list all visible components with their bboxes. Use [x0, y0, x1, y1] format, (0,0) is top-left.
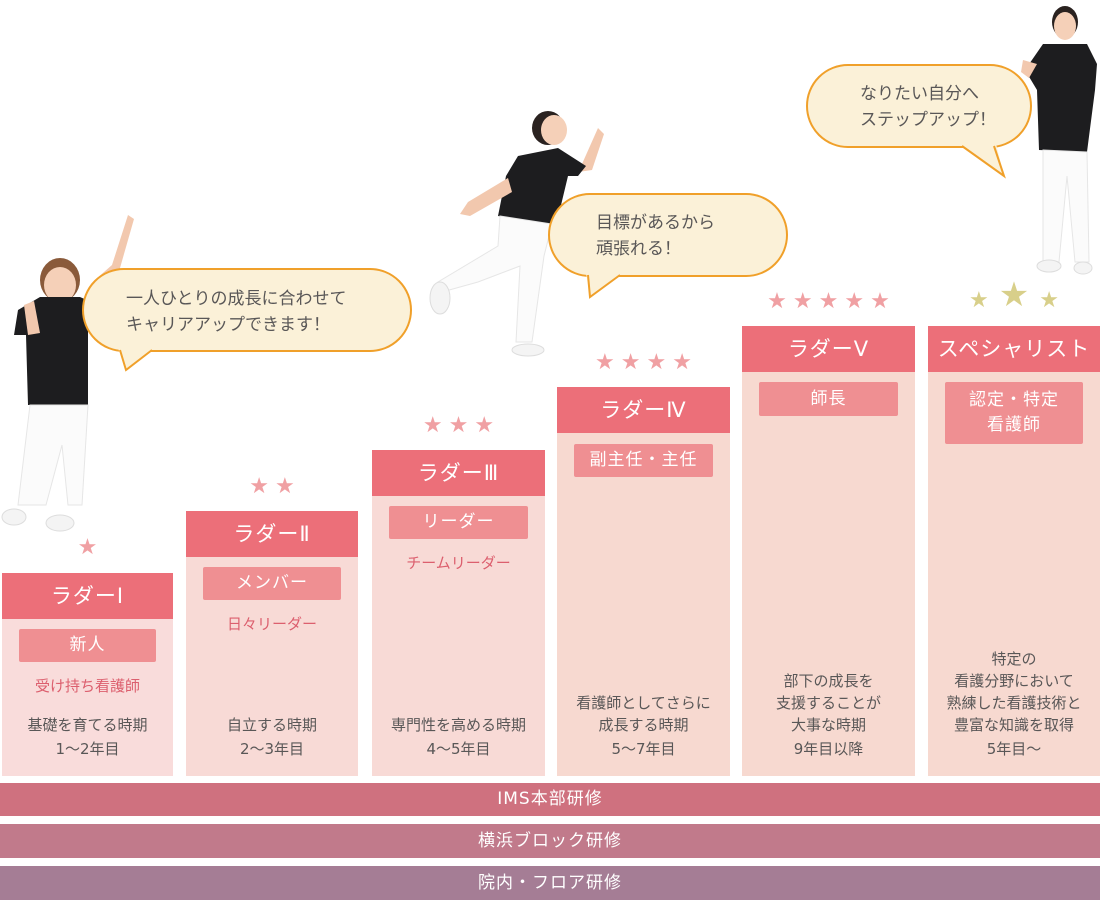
star-icon: ★: [595, 350, 615, 375]
ladder-5-desc-line: 大事な時期: [790, 716, 866, 734]
ladder-2-role: メンバー: [203, 567, 341, 600]
ladder-1-desc: 基礎を育てる時期 1〜2年目: [2, 714, 173, 760]
stars-ladder-1: ★: [2, 537, 173, 559]
ladder-4-column: ラダーⅣ 副主任・主任 看護師としてさらに 成長する時期 5〜7年目: [557, 387, 730, 776]
bubble-1-line-1: 一人ひとりの成長に合わせて: [126, 289, 347, 309]
ladder-4-desc-line: 看護師としてさらに: [576, 694, 711, 712]
ladder-3-years: 4〜5年目: [426, 740, 491, 758]
ladder-5-title: ラダーⅤ: [742, 326, 915, 372]
specialist-title: スペシャリスト: [928, 326, 1100, 372]
speech-bubble-2: 目標があるから 頑張れる！: [548, 193, 788, 277]
speech-bubble-3: なりたい自分へ ステップアップ！: [806, 64, 1032, 148]
ladder-5-role: 師長: [759, 382, 898, 416]
ladder-5-desc-line: 支援することが: [775, 694, 881, 712]
bubble-2-tail: [586, 273, 622, 299]
star-icon: ★: [1039, 288, 1059, 313]
star-icon: ★: [969, 288, 989, 313]
stars-ladder-3: ★ ★ ★: [372, 415, 545, 437]
stars-ladder-2: ★ ★: [186, 476, 358, 498]
ladder-2-desc-line: 自立する時期: [226, 716, 317, 734]
ladder-1-column: ラダーⅠ 新人 受け持ち看護師 基礎を育てる時期 1〜2年目: [2, 573, 173, 776]
star-icon: ★: [792, 289, 813, 314]
ladder-2-title: ラダーⅡ: [186, 511, 358, 557]
bubble-3-tail: [960, 144, 1006, 179]
training-bar-ims: IMS本部研修: [0, 783, 1100, 816]
specialist-role-line-1: 認定・特定: [969, 390, 1059, 410]
star-icon: ★: [249, 474, 269, 499]
ladder-4-title: ラダーⅣ: [557, 387, 730, 433]
ladder-1-sub: 受け持ち看護師: [34, 677, 140, 695]
bubble-1-tail: [118, 348, 154, 372]
star-icon: ★: [474, 413, 495, 438]
ladder-3-sub: チームリーダー: [406, 554, 511, 572]
ladder-2-desc: 自立する時期 2〜3年目: [186, 714, 358, 760]
ladder-1-title: ラダーⅠ: [2, 573, 173, 619]
ladder-5-desc: 部下の成長を 支援することが 大事な時期 9年目以降: [742, 670, 915, 760]
stars-specialist: ★ ★ ★: [928, 278, 1100, 312]
ladder-3-desc-line: 専門性を高める時期: [390, 716, 526, 734]
stars-ladder-5: ★ ★ ★ ★ ★: [742, 291, 915, 313]
ladder-5-years: 9年目以降: [793, 740, 864, 758]
star-icon: ★: [767, 289, 787, 314]
star-icon: ★: [870, 289, 890, 314]
star-icon: ★: [998, 275, 1030, 315]
ladder-1-years: 1〜2年目: [55, 740, 120, 758]
ladder-5-column: ラダーⅤ 師長 部下の成長を 支援することが 大事な時期 9年目以降: [742, 326, 915, 776]
specialist-desc: 特定の 看護分野において 熟練した看護技術と 豊富な知識を取得 5年目〜: [928, 648, 1100, 760]
ladder-4-desc-line: 成長する時期: [598, 716, 689, 734]
ladder-2-column: ラダーⅡ メンバー 日々リーダー 自立する時期 2〜3年目: [186, 511, 358, 776]
ladder-1-desc-line: 基礎を育てる時期: [27, 716, 148, 734]
training-bar-in-hospital: 院内・フロア研修: [0, 866, 1100, 900]
bubble-3-line-2: ステップアップ！: [860, 110, 996, 130]
bubble-2-line-1: 目標があるから: [596, 213, 715, 233]
specialist-role: 認定・特定 看護師: [945, 382, 1083, 444]
specialist-desc-line: 豊富な知識を取得: [953, 716, 1074, 734]
speech-bubble-1: 一人ひとりの成長に合わせて キャリアアップできます！: [82, 268, 412, 352]
bubble-2-line-2: 頑張れる！: [596, 239, 681, 259]
specialist-desc-line: 特定の: [991, 650, 1037, 668]
nurse-photo-1: [0, 205, 140, 540]
specialist-desc-line: 熟練した看護技術と: [946, 694, 1082, 712]
ladder-3-column: ラダーⅢ リーダー チームリーダー 専門性を高める時期 4〜5年目: [372, 450, 545, 776]
specialist-role-line-2: 看護師: [987, 415, 1041, 435]
star-icon: ★: [646, 350, 667, 375]
ladder-5-desc-line: 部下の成長を: [783, 672, 874, 690]
star-icon: ★: [422, 413, 443, 438]
ladder-4-years: 5〜7年目: [611, 740, 676, 758]
bubble-3-line-1: なりたい自分へ: [860, 84, 979, 104]
star-icon: ★: [620, 350, 641, 375]
stars-ladder-4: ★ ★ ★ ★: [557, 352, 730, 374]
star-icon: ★: [818, 289, 839, 314]
ladder-3-title: ラダーⅢ: [372, 450, 545, 496]
ladder-4-role: 副主任・主任: [574, 444, 713, 477]
star-icon: ★: [844, 289, 865, 314]
specialist-column: スペシャリスト 認定・特定 看護師 特定の 看護分野において 熟練した看護技術と…: [928, 326, 1100, 776]
star-icon: ★: [77, 535, 98, 560]
star-icon: ★: [672, 350, 692, 375]
ladder-3-desc: 専門性を高める時期 4〜5年目: [372, 714, 545, 760]
bubble-1-line-2: キャリアアップできます！: [126, 315, 330, 335]
ladder-2-sub: 日々リーダー: [226, 615, 317, 633]
specialist-desc-line: 看護分野において: [954, 672, 1074, 690]
star-icon: ★: [275, 474, 295, 499]
ladder-2-years: 2〜3年目: [239, 740, 305, 758]
nurse-photo-3: [1015, 0, 1100, 280]
ladder-1-role: 新人: [19, 629, 156, 662]
ladder-4-desc: 看護師としてさらに 成長する時期 5〜7年目: [557, 692, 730, 760]
training-bar-yokohama: 横浜ブロック研修: [0, 824, 1100, 858]
ladder-3-role: リーダー: [389, 506, 528, 539]
star-icon: ★: [448, 413, 469, 438]
nurse-photo-2: [428, 106, 608, 358]
specialist-years: 5年目〜: [986, 740, 1042, 758]
